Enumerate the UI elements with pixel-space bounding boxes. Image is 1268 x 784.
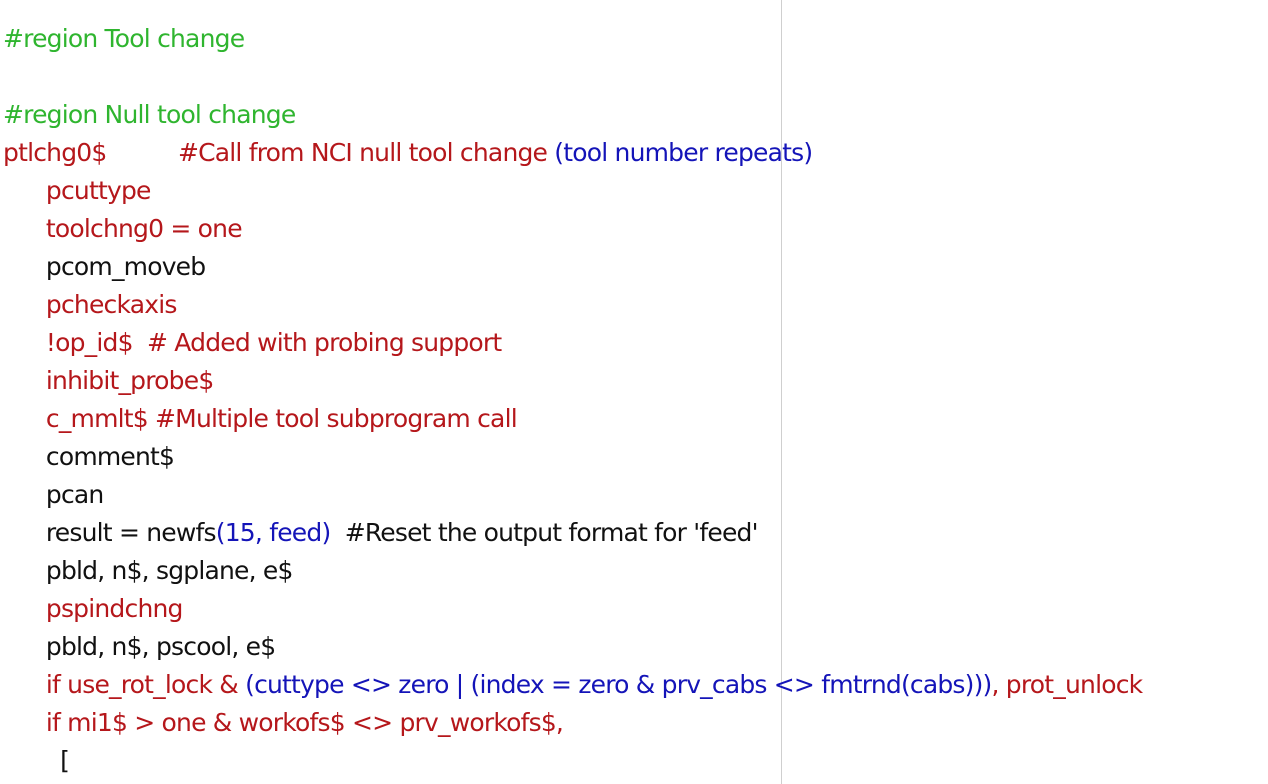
code-line[interactable]: toolchng0 = one	[0, 210, 243, 248]
code-token-keyword-red: pcheckaxis	[3, 290, 178, 319]
code-token-keyword-red: pcuttype	[3, 176, 152, 205]
code-token-region: #region Null tool change	[3, 100, 296, 129]
code-token-plain: #Reset the output format for 'feed'	[330, 518, 759, 547]
code-token-operand-blue: (tool number repeats)	[554, 138, 813, 167]
code-line[interactable]: pbld, n$, sgplane, e$	[0, 552, 294, 590]
code-line[interactable]: pcan	[0, 476, 104, 514]
code-token-keyword-red: pspindchng	[3, 594, 184, 623]
code-line[interactable]: pcom_moveb	[0, 248, 206, 286]
code-line[interactable]: #region Null tool change	[0, 96, 296, 134]
code-token-keyword-red: ptlchg0$ #Call from NCI null tool change	[3, 138, 555, 167]
code-token-plain: result = newfs	[3, 518, 217, 547]
code-token-operand-blue: (15, feed)	[215, 518, 331, 547]
code-token-region: #region Tool change	[3, 24, 245, 53]
code-token-plain: comment$	[3, 442, 175, 471]
code-token-keyword-red: if mi1$ > one & workofs$ <> prv_workofs$…	[3, 708, 564, 737]
code-token-plain: pcan	[3, 480, 104, 509]
code-line[interactable]: #region Tool change	[0, 20, 245, 58]
code-line[interactable]: result = newfs(15, feed) #Reset the outp…	[0, 514, 759, 552]
code-token-plain: pcom_moveb	[3, 252, 206, 281]
code-line[interactable]: pcheckaxis	[0, 286, 178, 324]
code-line[interactable]: pcuttype	[0, 172, 152, 210]
code-token-plain: [	[3, 746, 70, 775]
code-token-keyword-red: c_mmlt$ #Multiple tool subprogram call	[3, 404, 518, 433]
code-token-keyword-red: toolchng0 = one	[3, 214, 243, 243]
code-line[interactable]: ptlchg0$ #Call from NCI null tool change…	[0, 134, 813, 172]
code-line[interactable]: pbld, n$, pscool, e$	[0, 628, 276, 666]
code-line[interactable]: if mi1$ > one & workofs$ <> prv_workofs$…	[0, 704, 564, 742]
code-token-keyword-red: if use_rot_lock &	[3, 670, 246, 699]
code-token-plain: pbld, n$, sgplane, e$	[3, 556, 294, 585]
right-margin-guide	[781, 0, 782, 784]
code-line[interactable]: !op_id$ # Added with probing support	[0, 324, 502, 362]
code-line[interactable]: if use_rot_lock & (cuttype <> zero | (in…	[0, 666, 1144, 704]
code-line[interactable]: inhibit_probe$	[0, 362, 214, 400]
code-line[interactable]	[0, 58, 3, 96]
code-line[interactable]: comment$	[0, 438, 175, 476]
code-line[interactable]: pspindchng	[0, 590, 184, 628]
code-line[interactable]: c_mmlt$ #Multiple tool subprogram call	[0, 400, 518, 438]
code-token-plain: pbld, n$, pscool, e$	[3, 632, 276, 661]
code-token-keyword-red: inhibit_probe$	[3, 366, 214, 395]
code-line[interactable]: [	[0, 742, 70, 780]
code-token-operand-blue: (cuttype <> zero | (index = zero & prv_c…	[245, 670, 992, 699]
code-token-keyword-red: , prot_unlock	[991, 670, 1144, 699]
code-token-keyword-red: !op_id$ # Added with probing support	[3, 328, 502, 357]
